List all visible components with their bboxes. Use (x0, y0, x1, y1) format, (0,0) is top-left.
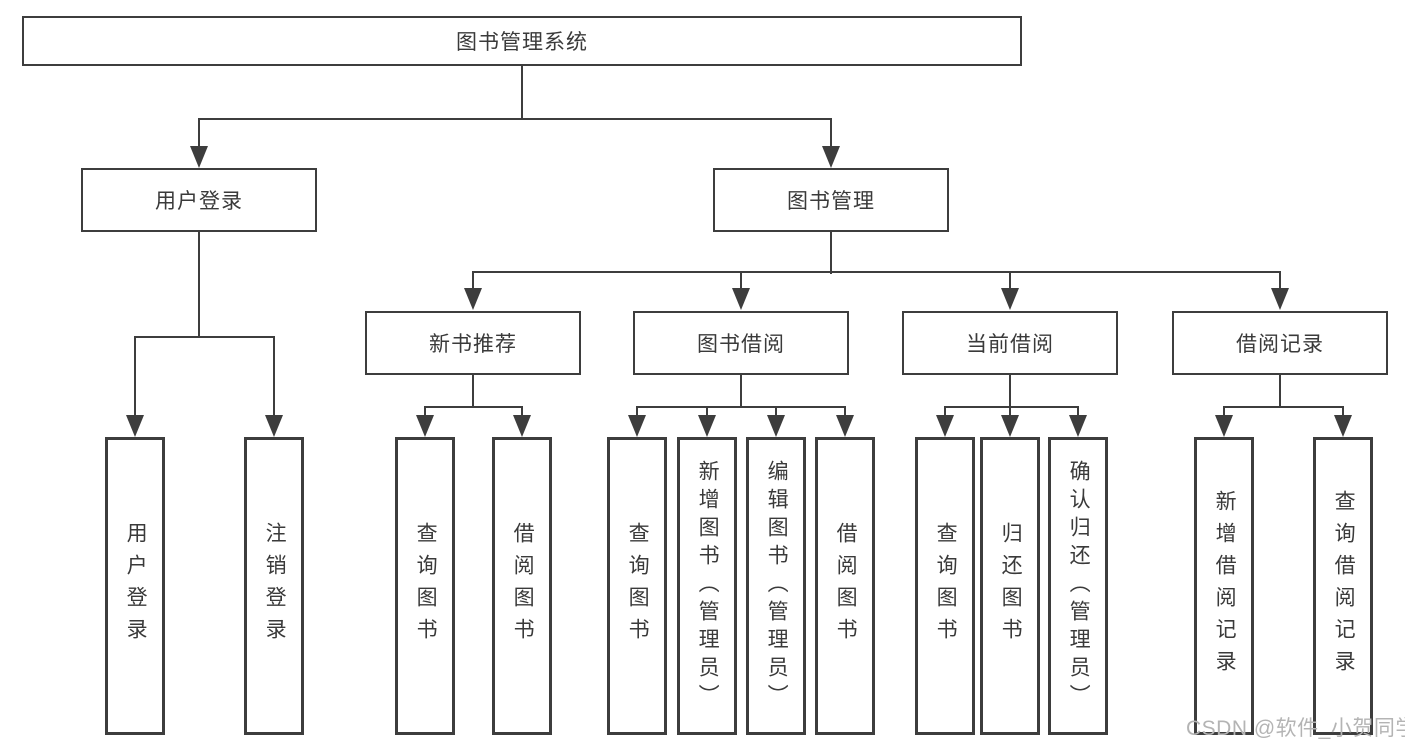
arrow-down-icon (1001, 415, 1019, 437)
connector (830, 118, 832, 150)
arrow-down-icon (836, 415, 854, 437)
leaf-query-books-borrow-label: 查询图书 (626, 522, 650, 650)
leaf-add-borrow-record: 新增借阅记录 (1194, 437, 1254, 735)
leaf-return-books: 归还图书 (980, 437, 1040, 735)
leaf-confirm-return-admin-label: 确认归还（管理员） (1067, 460, 1091, 712)
leaf-confirm-return-admin: 确认归还（管理员） (1048, 437, 1108, 735)
node-new-book-recommend: 新书推荐 (365, 311, 581, 375)
connector (944, 406, 1079, 408)
leaf-add-borrow-record-label: 新增借阅记录 (1213, 490, 1237, 682)
connector (134, 336, 275, 338)
connector (424, 406, 426, 418)
node-current-borrow-label: 当前借阅 (966, 333, 1054, 356)
arrow-down-icon (936, 415, 954, 437)
connector (472, 375, 474, 408)
connector (198, 232, 200, 338)
leaf-query-books-borrow: 查询图书 (607, 437, 667, 735)
leaf-add-books-admin: 新增图书（管理员） (677, 437, 737, 735)
leaf-borrow-books-label: 借阅图书 (834, 522, 858, 650)
connector (134, 336, 136, 418)
arrow-down-icon (513, 415, 531, 437)
connector (198, 118, 832, 120)
arrow-down-icon (822, 146, 840, 168)
node-borrow-records: 借阅记录 (1172, 311, 1388, 375)
arrow-down-icon (464, 288, 482, 310)
connector (1223, 406, 1344, 408)
leaf-query-books-current: 查询图书 (915, 437, 975, 735)
arrow-down-icon (190, 146, 208, 168)
arrow-down-icon (416, 415, 434, 437)
connector (472, 271, 474, 291)
leaf-logout: 注销登录 (244, 437, 304, 735)
connector (1009, 271, 1011, 291)
connector (273, 336, 275, 418)
leaf-logout-label: 注销登录 (263, 522, 287, 650)
arrow-down-icon (1271, 288, 1289, 310)
connector (636, 406, 846, 408)
connector (1223, 406, 1225, 418)
arrow-down-icon (767, 415, 785, 437)
node-book-borrow: 图书借阅 (633, 311, 849, 375)
arrow-down-icon (1215, 415, 1233, 437)
arrow-down-icon (698, 415, 716, 437)
arrow-down-icon (1334, 415, 1352, 437)
leaf-query-borrow-record: 查询借阅记录 (1313, 437, 1373, 735)
connector (1009, 375, 1011, 408)
arrow-down-icon (126, 415, 144, 437)
node-user-login: 用户登录 (81, 168, 317, 232)
connector (1342, 406, 1344, 418)
arrow-down-icon (732, 288, 750, 310)
node-book-management: 图书管理 (713, 168, 949, 232)
connector (636, 406, 638, 418)
connector (424, 406, 523, 408)
leaf-query-borrow-record-label: 查询借阅记录 (1332, 490, 1356, 682)
connector (944, 406, 946, 418)
leaf-query-books-recommend: 查询图书 (395, 437, 455, 735)
csdn-watermark: CSDN @软件_小贺同学 (1186, 717, 1405, 740)
connector (1279, 271, 1281, 291)
node-book-borrow-label: 图书借阅 (697, 333, 785, 356)
connector (844, 406, 846, 418)
node-root-label: 图书管理系统 (456, 31, 588, 54)
leaf-add-books-admin-label: 新增图书（管理员） (696, 460, 720, 712)
node-user-login-label: 用户登录 (155, 190, 243, 213)
arrow-down-icon (1001, 288, 1019, 310)
connector (706, 406, 708, 418)
node-current-borrow: 当前借阅 (902, 311, 1118, 375)
leaf-borrow-books-recommend: 借阅图书 (492, 437, 552, 735)
connector (1009, 406, 1011, 418)
arrow-down-icon (265, 415, 283, 437)
connector (1077, 406, 1079, 418)
connector (521, 406, 523, 418)
leaf-edit-books-admin-label: 编辑图书（管理员） (765, 460, 789, 712)
leaf-query-books-current-label: 查询图书 (934, 522, 958, 650)
leaf-borrow-books: 借阅图书 (815, 437, 875, 735)
arrow-down-icon (628, 415, 646, 437)
node-root: 图书管理系统 (22, 16, 1022, 66)
leaf-user-login: 用户登录 (105, 437, 165, 735)
connector (740, 271, 742, 291)
connector (830, 232, 832, 274)
connector (198, 118, 200, 150)
node-borrow-records-label: 借阅记录 (1236, 333, 1324, 356)
arrow-down-icon (1069, 415, 1087, 437)
leaf-borrow-books-recommend-label: 借阅图书 (511, 522, 535, 650)
node-new-book-recommend-label: 新书推荐 (429, 333, 517, 356)
connector (472, 271, 1281, 273)
leaf-query-books-recommend-label: 查询图书 (414, 522, 438, 650)
node-book-management-label: 图书管理 (787, 190, 875, 213)
connector (775, 406, 777, 418)
connector (521, 66, 523, 120)
leaf-user-login-label: 用户登录 (124, 522, 148, 650)
connector (740, 375, 742, 408)
leaf-edit-books-admin: 编辑图书（管理员） (746, 437, 806, 735)
connector (1279, 375, 1281, 408)
leaf-return-books-label: 归还图书 (999, 522, 1023, 650)
